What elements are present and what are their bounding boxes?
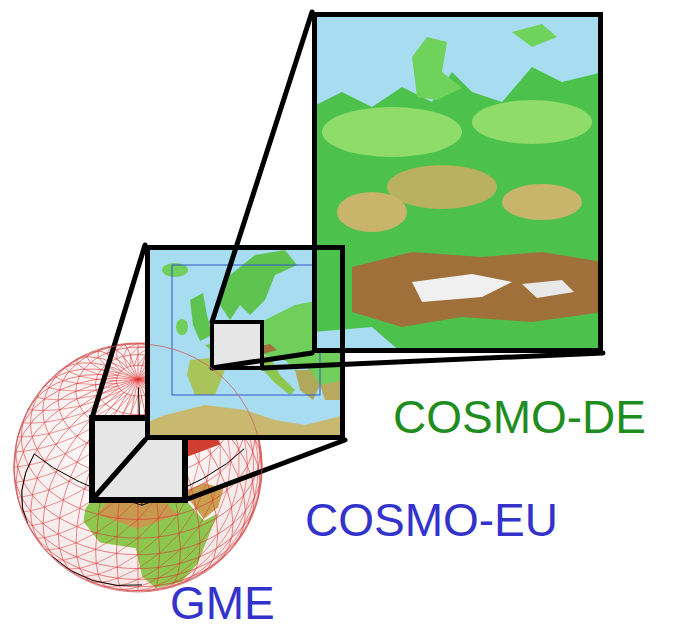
model-name: GME [170, 580, 275, 626]
local-model: COSMO-DE [312, 12, 603, 353]
map-illustration [502, 184, 582, 220]
germany-map [312, 12, 603, 353]
global-model: GME [12, 342, 264, 594]
map-illustration [322, 107, 462, 157]
map-illustration [312, 12, 603, 107]
map-illustration [176, 319, 188, 335]
map-illustration [522, 280, 574, 298]
map-illustration [337, 192, 407, 232]
zoom-line [92, 245, 345, 500]
map-illustration [172, 265, 320, 395]
globe-outline [14, 344, 262, 592]
map-illustration [387, 165, 497, 209]
map-illustration [472, 100, 592, 144]
map-illustration [190, 293, 212, 341]
map-illustration [145, 405, 345, 440]
model-name: COSMO-EU [305, 497, 558, 543]
globe-outline [12, 342, 264, 594]
map-illustration [312, 12, 603, 353]
map-illustration [512, 24, 557, 47]
zoom-line [212, 12, 603, 368]
model-name: COSMO-DE [393, 394, 646, 440]
map-illustration [412, 274, 512, 302]
map-illustration [412, 37, 462, 100]
map-illustration [352, 252, 603, 327]
